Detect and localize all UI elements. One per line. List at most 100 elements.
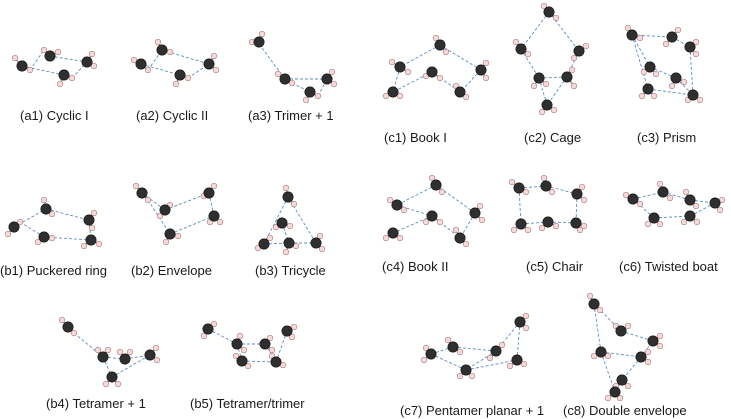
water-molecule [116,348,134,365]
oxygen-atom [276,217,288,229]
water-molecule [540,2,560,22]
hydrogen-atom [382,92,390,100]
oxygen-atom [283,237,295,249]
water-molecule [624,24,644,42]
water-molecule [388,58,412,76]
hydrogen-atom [656,220,664,228]
hydrogen-atom [452,226,460,234]
water-molecule [709,196,726,214]
hydrogen-bond [653,215,691,219]
structure-c3 [624,24,704,104]
hydrogen-atom [174,232,182,240]
hydrogen-atom [11,54,19,62]
hydrogen-bond [600,351,616,393]
hydrogen-bond [45,208,90,221]
structure-c7 [420,312,530,380]
hydrogen-bond [111,354,151,378]
hydrogen-atom [693,218,701,226]
hydrogen-atom [476,202,484,210]
hydrogen-atom [644,358,652,366]
hydrogen-atom [282,248,290,256]
oxygen-atom [533,72,545,84]
oxygen-atom [709,197,721,209]
oxygen-atom [164,228,176,240]
hydrogen-atom [102,380,110,388]
water-molecule [428,174,446,196]
hydrogen-bond [161,49,210,65]
oxygen-atom [270,356,282,368]
hydrogen-atom [596,306,604,314]
water-molecule [512,38,532,58]
water-molecule [321,68,338,88]
hydrogen-atom [636,34,644,42]
caption-c3: (c3) Prism [637,130,697,145]
hydrogen-atom [530,82,538,90]
hydrogen-atom [482,59,490,67]
water-molecule [200,320,218,340]
structure-c5 [508,174,588,234]
oxygen-atom [543,6,555,18]
oxygen-atom [687,89,699,101]
hydrogen-atom [232,352,240,360]
oxygen-atom [310,237,322,249]
hydrogen-atom [624,24,632,32]
hydrogen-atom [662,40,670,48]
water-molecule [11,54,34,74]
water-molecule [83,209,98,232]
hydrogen-atom [624,322,632,330]
hydrogen-atom [444,336,452,344]
hydrogen-atom [438,188,446,196]
oxygen-atom [16,60,28,72]
oxygen-atom [58,69,70,81]
hydrogen-atom [682,188,690,196]
hydrogen-atom [210,52,218,60]
hydrogen-atom [580,222,588,230]
hydrogen-atom [542,80,550,88]
hydrogen-atom [288,333,296,341]
hydrogen-atom [692,202,700,210]
water-molecule [612,322,632,337]
oxygen-atom [540,180,552,192]
hydrogen-atom [116,348,124,356]
oxygen-atom [119,353,131,365]
structure-c1 [382,34,490,101]
oxygen-atom [202,323,214,335]
hydrogen-atom [656,342,664,350]
water-molecule [382,86,404,100]
hydrogen-atom [604,394,612,402]
hydrogen-atom [80,242,88,250]
hydrogen-atom [244,362,252,370]
water-molecule [40,196,56,218]
water-molecule [486,341,506,362]
oxygen-atom [203,58,215,70]
hydrogen-atom [636,200,644,208]
water-molecule [638,83,658,100]
oxygen-atom [430,179,442,191]
hydrogen-bond [430,353,467,371]
hydrogen-atom [668,82,676,90]
hydrogen-atom [550,106,558,114]
oxygen-atom [85,234,97,246]
water-molecule [590,346,612,360]
oxygen-atom [626,29,638,41]
oxygen-atom [648,212,660,224]
water-molecule [248,30,266,48]
hydrogen-bond [49,55,88,63]
structure-c8 [586,292,664,402]
oxygen-atom [595,346,607,358]
hydrogen-atom [482,74,490,82]
hydrogen-atom [540,2,548,10]
water-molecule [508,178,530,196]
hydrogen-atom [582,42,590,50]
hydrogen-bond [452,346,497,352]
water-molecule [422,210,444,226]
hydrogen-atom [396,234,404,242]
hydrogen-atom [88,224,96,232]
hydrogen-atom [522,188,530,196]
hydrogen-atom [200,332,208,340]
hydrogen-atom [386,196,394,204]
hydrogen-atom [638,92,646,100]
water-molecule [456,364,476,380]
hydrogen-atom [548,188,556,196]
oxygen-atom [387,227,399,239]
